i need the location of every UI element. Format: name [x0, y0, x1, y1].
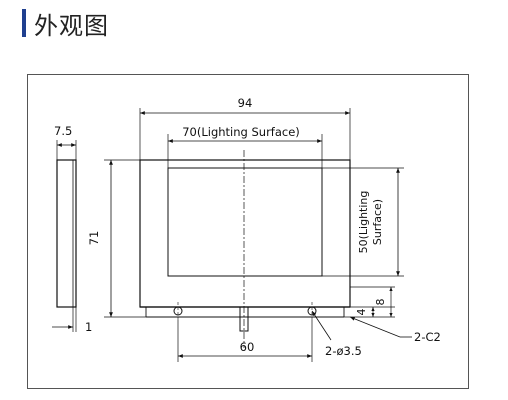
dim-small-8-label: 8: [374, 299, 387, 306]
dim-chamfer-label: 2-C2: [414, 330, 441, 344]
title-accent-bar: [22, 9, 26, 37]
dim-thickness-label: 7.5: [54, 124, 72, 138]
dim-lighting-height-label-line1: 50(Lighting: [357, 191, 370, 254]
dim-height-total: [104, 159, 146, 318]
section-title: 外观图: [22, 6, 109, 40]
holes-leader: [311, 310, 332, 341]
dim-holes-label: 2-ø3.5: [325, 344, 362, 358]
title-text: 外观图: [34, 11, 109, 40]
dim-small-offsets: [344, 286, 395, 318]
dim-lighting-width: [167, 134, 323, 168]
side-view: [52, 140, 77, 332]
connector-stub: [239, 306, 249, 332]
dim-lighting-height-label-line2: Surface): [371, 199, 384, 245]
dim-lighting-height: [322, 167, 404, 277]
dim-hole-pitch-label: 60: [240, 340, 255, 354]
dim-small-4-label: 4: [355, 309, 368, 316]
dim-height-total-label: 71: [87, 231, 101, 246]
dim-hole-pitch: [177, 320, 313, 362]
dim-lighting-width-label: 70(Lighting Surface): [182, 125, 300, 139]
outer-frame-outline: [139, 159, 351, 308]
front-view: [139, 150, 351, 348]
lighting-surface-outline: [167, 167, 323, 277]
dim-offset-label: 1: [85, 320, 92, 334]
side-plate-outline: [56, 159, 77, 308]
drawing-frame: [27, 74, 469, 389]
dim-width-total: [139, 108, 351, 160]
chamfer-leader: [349, 316, 412, 338]
dim-width-total-label: 94: [238, 96, 253, 110]
